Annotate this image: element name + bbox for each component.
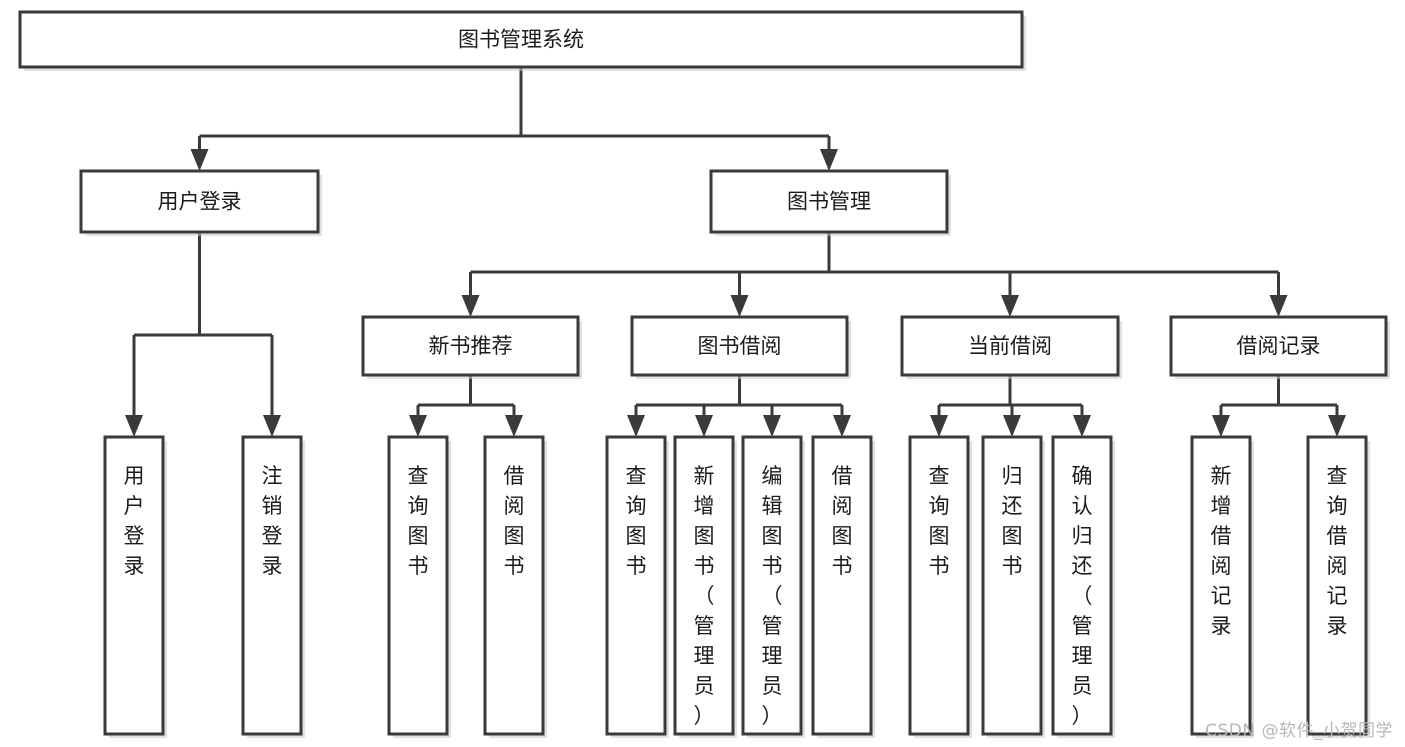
arrow-head-icon xyxy=(730,295,749,317)
arrow-head-icon xyxy=(820,149,838,171)
node-box[interactable] xyxy=(18,10,1024,69)
node-label: 查询借阅记录 xyxy=(1327,464,1348,638)
arrow-head-icon xyxy=(1328,415,1346,437)
node-box[interactable] xyxy=(79,169,320,234)
arrow-head-icon xyxy=(695,415,713,437)
node-box[interactable] xyxy=(709,169,949,234)
node-leaf-cb-query-book[interactable]: 查询图书 xyxy=(908,435,972,738)
node-leaf-bb-query-book[interactable]: 查询图书 xyxy=(605,435,669,738)
node-label: 归还图书 xyxy=(1002,464,1023,578)
node-leaf-br-query-record[interactable]: 查询借阅记录 xyxy=(1306,435,1370,738)
node-label: 编辑图书（管理员） xyxy=(762,464,783,728)
node-leaf-bb-edit-book[interactable]: 编辑图书（管理员） xyxy=(741,435,805,738)
arrow-head-icon xyxy=(461,295,480,317)
node-leaf-nb-borrow-book[interactable]: 借阅图书 xyxy=(483,435,547,738)
node-book-management[interactable]: 图书管理 xyxy=(709,169,951,236)
node-label: 借阅图书 xyxy=(832,464,853,578)
node-box[interactable] xyxy=(908,435,970,736)
node-label: 图书借阅 xyxy=(698,334,782,358)
node-root-root[interactable]: 图书管理系统 xyxy=(18,10,1026,71)
node-leaf-cb-return-book[interactable]: 归还图书 xyxy=(981,435,1045,738)
arrow-head-icon xyxy=(833,415,851,437)
node-box[interactable] xyxy=(1169,315,1388,377)
node-box[interactable] xyxy=(103,435,165,736)
node-leaf-user-logout[interactable]: 注销登录 xyxy=(241,435,305,738)
node-label: 借阅图书 xyxy=(504,464,525,578)
node-box[interactable] xyxy=(605,435,667,736)
arrow-head-icon xyxy=(1001,295,1019,317)
node-label: 查询图书 xyxy=(408,464,429,578)
node-label: 查询图书 xyxy=(929,464,950,578)
arrow-head-icon xyxy=(409,415,427,437)
node-label: 图书管理 xyxy=(787,190,871,214)
node-box[interactable] xyxy=(1190,435,1252,736)
arrow-head-icon xyxy=(1269,295,1288,317)
node-box[interactable] xyxy=(1306,435,1368,736)
node-leaf-nb-query-book[interactable]: 查询图书 xyxy=(387,435,451,738)
node-box[interactable] xyxy=(241,435,303,736)
arrow-head-icon xyxy=(1212,415,1230,437)
node-leaf-cb-confirm-return[interactable]: 确认归还（管理员） xyxy=(1051,435,1115,738)
node-label: 新书推荐 xyxy=(429,334,513,358)
node-leaf-bb-add-book[interactable]: 新增图书（管理员） xyxy=(673,435,737,738)
arrow-head-icon xyxy=(1003,415,1021,437)
node-borrow-record[interactable]: 借阅记录 xyxy=(1169,315,1390,379)
arrow-head-icon xyxy=(263,415,281,437)
node-box[interactable] xyxy=(361,315,580,377)
arrow-head-icon xyxy=(627,415,645,437)
node-box[interactable] xyxy=(811,435,873,736)
arrow-head-icon xyxy=(190,149,209,171)
node-label: 用户登录 xyxy=(158,190,242,214)
node-box[interactable] xyxy=(1051,435,1113,736)
node-box[interactable] xyxy=(741,435,803,736)
node-label: 图书管理系统 xyxy=(458,28,584,52)
node-box[interactable] xyxy=(387,435,449,736)
node-new-book-recommend[interactable]: 新书推荐 xyxy=(361,315,582,379)
node-label: 借阅记录 xyxy=(1237,334,1321,358)
node-label: 查询图书 xyxy=(626,464,647,578)
node-label: 注销登录 xyxy=(262,464,283,578)
node-current-borrow[interactable]: 当前借阅 xyxy=(900,315,1122,379)
node-box[interactable] xyxy=(630,315,849,377)
node-label: 新增借阅记录 xyxy=(1211,464,1232,638)
arrow-head-icon xyxy=(763,415,781,437)
node-label: 确认归还（管理员） xyxy=(1072,464,1093,728)
arrow-head-icon xyxy=(930,415,948,437)
node-box[interactable] xyxy=(673,435,735,736)
node-box[interactable] xyxy=(981,435,1043,736)
node-label: 新增图书（管理员） xyxy=(694,464,715,728)
node-user-login[interactable]: 用户登录 xyxy=(79,169,322,236)
node-book-borrow[interactable]: 图书借阅 xyxy=(630,315,851,379)
node-label: 用户登录 xyxy=(124,464,145,578)
node-leaf-br-add-record[interactable]: 新增借阅记录 xyxy=(1190,435,1254,738)
arrow-head-icon xyxy=(505,415,523,437)
node-box[interactable] xyxy=(900,315,1120,377)
node-label: 当前借阅 xyxy=(968,334,1052,358)
node-box[interactable] xyxy=(483,435,545,736)
arrow-head-icon xyxy=(125,415,143,437)
node-leaf-bb-borrow-book[interactable]: 借阅图书 xyxy=(811,435,875,738)
arrow-head-icon xyxy=(1073,415,1091,437)
node-leaf-user-login-do[interactable]: 用户登录 xyxy=(103,435,167,738)
